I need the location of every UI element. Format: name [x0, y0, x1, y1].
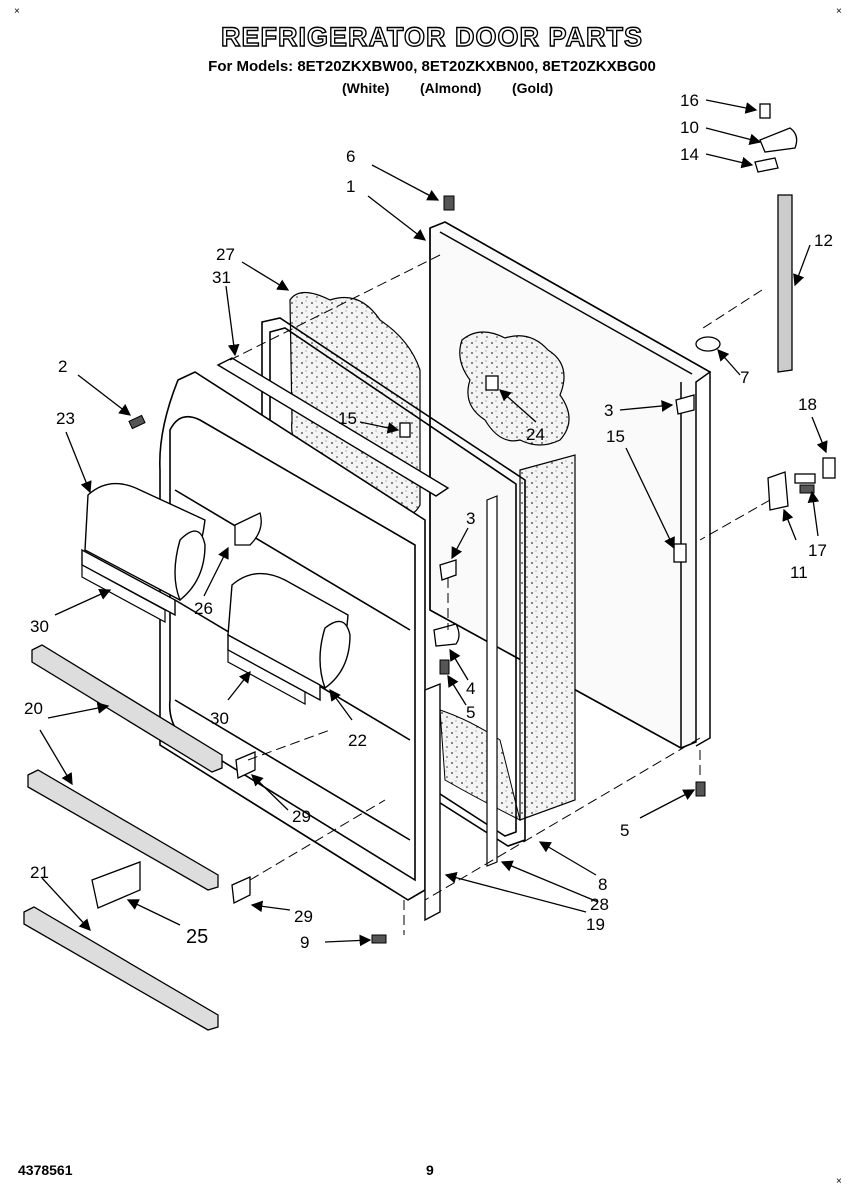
- callout-23: 23: [56, 409, 75, 428]
- callout-20: 20: [24, 699, 43, 718]
- breaker-strip-top: [216, 357, 450, 497]
- callout-22: 22: [348, 731, 367, 750]
- door-trim-19: [424, 682, 441, 922]
- upper-door-bin: [81, 482, 206, 617]
- trim-strip-28: [486, 495, 498, 867]
- bottom-foam-strip: [439, 709, 521, 821]
- callout-12: 12: [814, 231, 833, 250]
- callout-3-right: 3: [604, 401, 613, 420]
- callout-28: 28: [590, 895, 609, 914]
- shelf-clip-25: [91, 861, 141, 909]
- callout-21: 21: [30, 863, 49, 882]
- end-cap-29-lower: [231, 875, 251, 904]
- callout-6: 6: [346, 147, 355, 166]
- callout-4: 4: [466, 679, 475, 698]
- variant-white: (White): [342, 80, 390, 96]
- callout-5-right: 5: [620, 821, 629, 840]
- variant-gold: (Gold): [512, 80, 554, 96]
- door-shelf-bars: [27, 644, 223, 891]
- hinge-bracket-3-left: [439, 559, 457, 581]
- callout-25: 25: [186, 926, 208, 948]
- bottom-hinge-assembly: [767, 457, 836, 511]
- callout-15-right: 15: [606, 427, 625, 446]
- end-cap-29-upper: [235, 751, 256, 779]
- variant-almond: (Almond): [420, 80, 482, 96]
- lower-door-bin: [227, 572, 351, 702]
- callout-16: 16: [680, 91, 699, 110]
- corner-mark-top-left: ×: [14, 6, 20, 17]
- callout-29-upper: 29: [292, 807, 311, 826]
- alignment-lines: [229, 254, 771, 935]
- door-stop-7: [695, 336, 721, 352]
- callout-labels: 16 10 14 6 1 12 27 31 7 2 3 15 24 23 18 …: [24, 91, 833, 952]
- page-number: 9: [426, 1162, 434, 1178]
- callout-30-lower: 30: [210, 709, 229, 728]
- bin-rail-30-lower: [227, 648, 306, 706]
- plug-24: [485, 375, 499, 391]
- door-shelf-bar-21: [23, 906, 219, 1031]
- bin-rail-30-upper: [81, 563, 166, 624]
- callout-5-center: 5: [466, 703, 475, 722]
- callout-14: 14: [680, 145, 699, 164]
- callout-11: 11: [790, 563, 808, 582]
- hinge-bracket-3-right: [675, 394, 695, 415]
- callout-27: 27: [216, 245, 235, 264]
- plug-15-right: [673, 543, 687, 563]
- callout-3-center: 3: [466, 509, 475, 528]
- callout-19: 19: [586, 915, 605, 934]
- callout-18: 18: [798, 395, 817, 414]
- callout-30-upper: 30: [30, 617, 49, 636]
- callout-31: 31: [212, 268, 231, 287]
- page-title: REFRIGERATOR DOOR PARTS: [220, 21, 643, 52]
- callout-10: 10: [680, 118, 699, 137]
- callout-29-lower: 29: [294, 907, 313, 926]
- models-line: For Models: 8ET20ZKXBW00, 8ET20ZKXBN00, …: [208, 58, 656, 75]
- callout-8: 8: [598, 875, 607, 894]
- callout-7: 7: [740, 368, 749, 387]
- callout-2: 2: [58, 357, 67, 376]
- screws: [128, 195, 815, 944]
- callout-24: 24: [526, 425, 545, 444]
- callout-9: 9: [300, 933, 309, 952]
- outer-panel-foam-cutaway: [459, 331, 570, 446]
- document-number: 4378561: [18, 1162, 73, 1178]
- corner-mark-top-right: ×: [836, 6, 842, 17]
- bin-clip-26: [234, 512, 262, 546]
- leader-arrows: [39, 99, 828, 947]
- door-handle: [777, 194, 793, 373]
- side-foam-strip: [519, 454, 576, 821]
- plug-15-left: [399, 422, 411, 438]
- callout-1: 1: [346, 177, 355, 196]
- corner-mark-bottom-right: ×: [836, 1176, 842, 1187]
- callout-17: 17: [808, 541, 827, 560]
- hinge-plate-4: [433, 623, 460, 647]
- callout-15-center: 15: [338, 409, 357, 428]
- callout-26: 26: [194, 599, 213, 618]
- top-hinge-assembly: [754, 103, 798, 173]
